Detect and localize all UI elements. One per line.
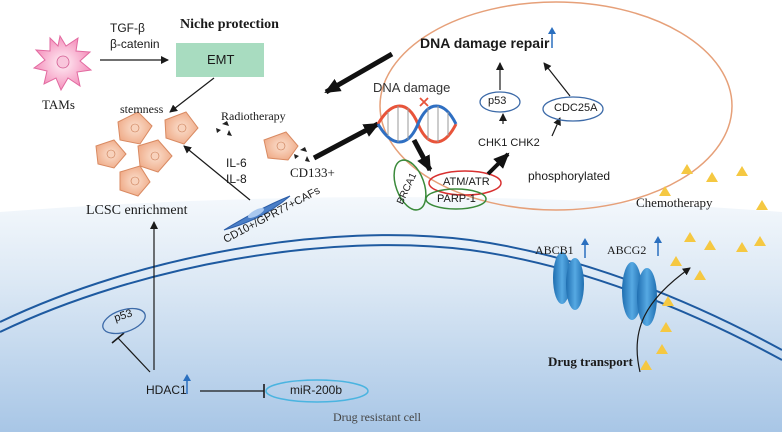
cafs-to-stemness-arrow <box>183 145 251 201</box>
chemotherapy-drug-icons <box>640 164 768 370</box>
hdac1-label: HDAC1 <box>146 383 187 397</box>
dna-damage-repair-label: DNA damage repair <box>420 35 550 51</box>
chk2-to-cdc25a-arrow <box>551 117 561 137</box>
cd133-to-dna-damage-arrow <box>312 121 380 161</box>
dna-damage-label: DNA damage <box>373 80 451 95</box>
abcg2-transporter-icon <box>622 262 657 326</box>
beta-catenin-label: β-catenin <box>110 37 160 51</box>
stem-cell-cluster-icon <box>95 111 199 197</box>
emt-to-stemness-arrow <box>169 77 215 113</box>
membrane-inner <box>0 244 782 361</box>
il8-label: IL-8 <box>226 172 247 186</box>
p53-top-ring <box>479 91 521 113</box>
atm-atr-label: ATM/ATR <box>443 176 490 188</box>
lcsc-enrichment-label: LCSC enrichment <box>86 203 188 218</box>
chk1-chk2-label: CHK1 CHK2 <box>478 137 540 149</box>
abcb1-up-arrow <box>581 238 589 245</box>
emt-box <box>176 43 264 77</box>
cdc25a-label: CDC25A <box>554 102 598 114</box>
stemness-label: stemness <box>120 102 164 116</box>
radiation-icon <box>216 121 310 162</box>
tam-cell-icon <box>32 34 93 92</box>
dna-repair-circle <box>379 1 733 211</box>
cdc25a-to-repair-arrow <box>543 62 571 97</box>
brca1-ring <box>393 159 427 211</box>
emt-label: EMT <box>207 52 235 67</box>
membrane-outer <box>0 234 782 351</box>
hdac1-up-arrow <box>183 374 191 381</box>
p53-membrane-ring <box>102 307 146 335</box>
mir200b-label: miR-200b <box>290 383 343 397</box>
drug-transport-label: Drug transport <box>548 354 633 369</box>
dna-helix-icon <box>376 97 458 144</box>
abcg2-label: ABCG2 <box>607 243 647 257</box>
phosphorylated-label: phosphorylated <box>528 169 611 183</box>
abcb1-transporter-icon <box>553 252 584 310</box>
abcg2-up-arrow <box>654 236 662 243</box>
niche-protection-label: Niche protection <box>180 17 279 32</box>
atm-atr-ring <box>428 170 502 196</box>
caf-cell-icon <box>223 195 291 231</box>
abcb1-label: ABCB1 <box>535 243 574 257</box>
atm-to-chk-arrow <box>486 152 510 176</box>
dna-damage-to-brca1-arrow <box>411 138 433 172</box>
p53-top-label: p53 <box>488 95 507 107</box>
tgf-beta-label: TGF-β <box>110 21 145 35</box>
hdac1-inhibits-p53 <box>117 337 151 373</box>
cd133-label: CD133+ <box>290 165 335 180</box>
drug-resistant-cell-label: Drug resistant cell <box>333 410 421 424</box>
repair-to-stemness-arrow <box>324 51 394 95</box>
chemotherapy-label: Chemotherapy <box>636 195 713 210</box>
radiotherapy-label: Radiotherapy <box>221 109 286 123</box>
parp1-ring <box>425 188 487 210</box>
il6-label: IL-6 <box>226 156 247 170</box>
drug-transport-arrow <box>636 267 691 373</box>
cdc25a-ring <box>542 96 604 122</box>
cd133-cell-icon <box>263 131 299 161</box>
tams-label: TAMs <box>42 97 75 112</box>
mir200b-ring <box>265 379 369 403</box>
parp1-label: PARP-1 <box>437 193 476 205</box>
